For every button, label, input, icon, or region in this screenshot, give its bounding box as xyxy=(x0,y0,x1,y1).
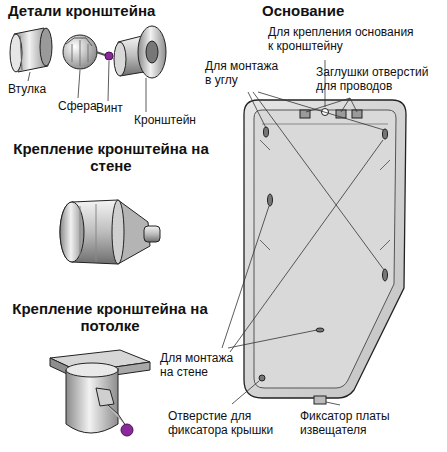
callout-text: Для монтажа на стене xyxy=(160,352,238,380)
wall-mount xyxy=(60,200,160,264)
callout-text: Для крепления основания к кронштейну xyxy=(268,26,418,54)
callout-text: Для монтажа в углу xyxy=(205,60,285,88)
sleeve xyxy=(10,28,52,72)
section-heading: Крепление кронштейна на стене xyxy=(6,140,216,175)
section-heading: Основание xyxy=(262,2,402,19)
part-name: Втулка xyxy=(8,83,64,97)
section-heading: Крепление кронштейна на потолке xyxy=(4,300,216,335)
bracket xyxy=(114,26,166,78)
leader-line xyxy=(222,60,384,405)
callout-text: Отверстие для фиксатора крышки xyxy=(168,410,294,438)
ceiling-mount xyxy=(50,350,150,436)
callout-text: Фиксатор платы извещателя xyxy=(300,410,430,438)
part-name: Винт xyxy=(96,102,134,116)
part-name: Кронштейн xyxy=(134,114,214,128)
screw xyxy=(96,52,113,60)
base-housing xyxy=(244,100,406,404)
sphere xyxy=(63,35,97,69)
callout-text: Заглушки отверстий для проводов xyxy=(316,66,442,94)
section-heading: Детали кронштейна xyxy=(8,2,208,19)
